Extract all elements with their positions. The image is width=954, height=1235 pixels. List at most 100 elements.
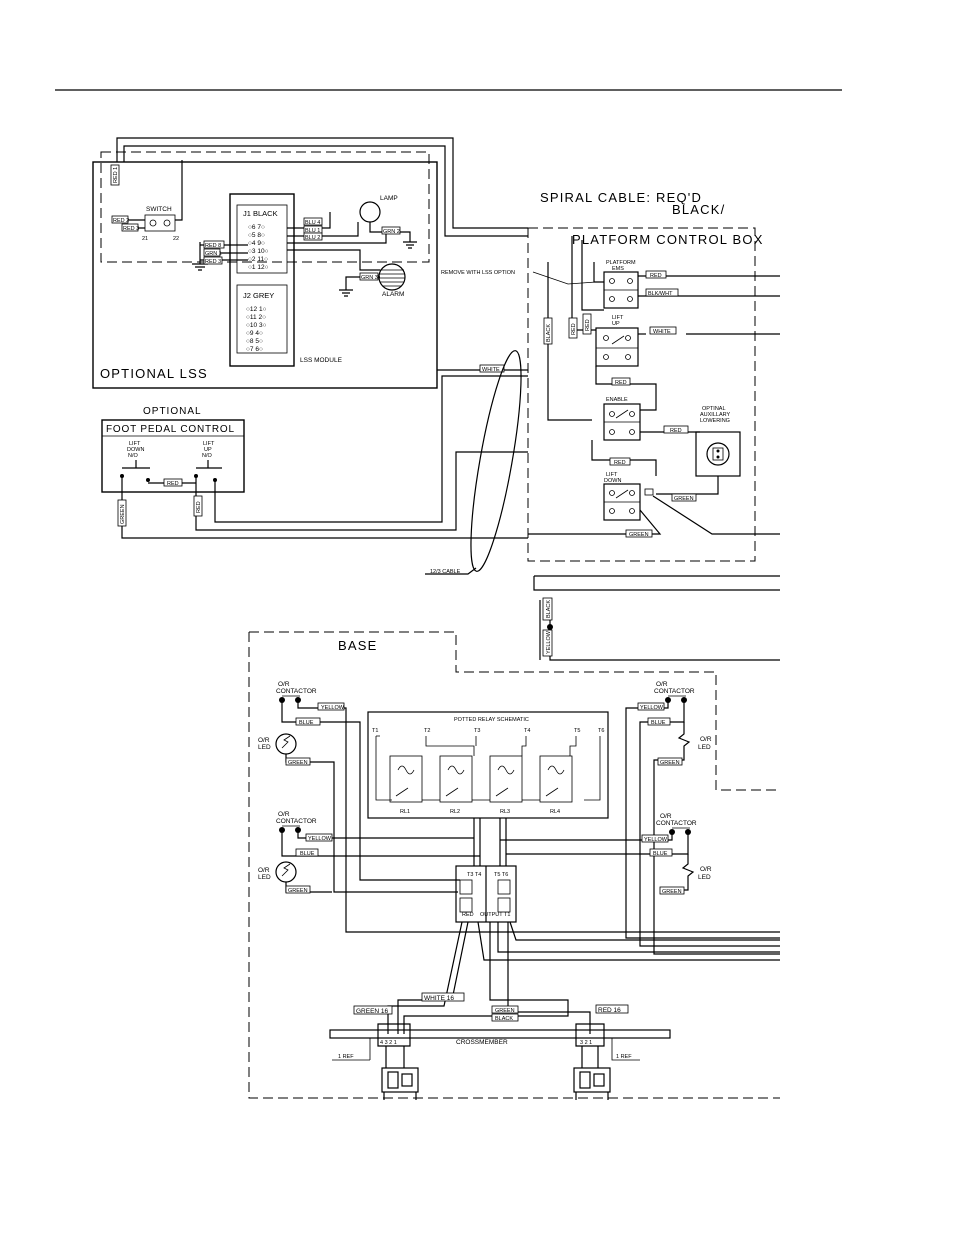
ref-left: 1 REF (338, 1054, 354, 1060)
tag-yellow: YELLOW (640, 705, 664, 711)
tag-riser-yellow: YELLOW (546, 630, 552, 654)
led-label: O/R (700, 736, 712, 743)
riser-cables: BLACK YELLOW (533, 575, 780, 661)
relay-name: RL1 (400, 809, 410, 815)
tag-pb-red-v2: RED (585, 319, 591, 331)
tag-yellow: YELLOW (308, 836, 332, 842)
tag-blue: BLUE (653, 851, 668, 857)
plug-connector-icon (381, 1067, 419, 1100)
led-label: O/R (258, 737, 270, 744)
tag-blue: BLUE (299, 720, 314, 726)
relay-terminal: T2 (424, 728, 430, 734)
relay-name: RL2 (450, 809, 460, 815)
tag-blu-4: BLU 4 (305, 220, 320, 226)
base-label: BASE (338, 638, 377, 653)
tag-green-16: GREEN 16 (356, 1008, 389, 1015)
platform-control-box: SPIRAL CABLE: REQ'D BLACK/ PLATFORM CONT… (441, 190, 780, 562)
aux-lowering-2: AUXILLARY (700, 412, 730, 418)
led-label: LED (258, 874, 271, 881)
lss-module-label: LSS MODULE (300, 357, 343, 364)
lift-up-label-1: LIFT (612, 315, 624, 321)
tag-pb-white: WHITE (653, 329, 671, 335)
lamp-icon (359, 201, 381, 223)
lamp-label: LAMP (380, 195, 398, 202)
tag-pb-red-a: RED (615, 380, 627, 386)
connector-label-bottom: RED (462, 912, 474, 918)
tag-pb-black: BLACK (546, 324, 552, 342)
tag-pb-red-b: RED (670, 428, 682, 434)
tag-red-1: RED 1 (113, 167, 119, 183)
tag-yellow: YELLOW (644, 837, 668, 843)
tag-pb-red-c: RED (614, 460, 626, 466)
relay-name: RL4 (550, 809, 560, 815)
tag-grn-2: GRN 2 (383, 229, 400, 235)
connector-label-bottom: T1 (504, 912, 510, 918)
j1-pin-row: ○4 9○ (248, 240, 265, 247)
foot-pedal-label: FOOT PEDAL CONTROL (106, 424, 235, 435)
led-label: O/R (258, 867, 270, 874)
aux-lowering-1: OPTINAL (702, 406, 726, 412)
lift-down-label-2: DOWN (604, 478, 621, 484)
relay-terminal: T4 (524, 728, 530, 734)
tag-pb-green-b: GREEN (629, 532, 649, 538)
contactor-label: CONTACTOR (276, 818, 317, 825)
tag-pb-blkwht: BLK/WHT (648, 291, 673, 297)
alarm-label: ALARM (382, 291, 404, 298)
contactor-label: CONTACTOR (276, 688, 317, 695)
optional-label: OPTIONAL (143, 406, 202, 417)
pedal-lift-down-2: DOWN (127, 447, 144, 453)
tag-blue: BLUE (300, 851, 315, 857)
tag-white-16: WHITE 16 (424, 995, 454, 1002)
j1-pin-row: ○2 11○ (248, 256, 268, 263)
tag-green: GREEN (288, 760, 308, 766)
tag-green: GREEN (660, 760, 680, 766)
pedal-lift-down-1: LIFT (129, 441, 141, 447)
foot-pedal-section: OPTIONAL FOOT PEDAL CONTROL LIFT DOWN N/… (101, 375, 528, 539)
tag-pedal-green: GREEN (120, 504, 126, 524)
platform-ems-label-2: EMS (612, 266, 624, 272)
tag-red-3b: RED 3 (205, 259, 221, 265)
led-label: LED (698, 874, 711, 881)
j1-pins: ○6 7○ ○5 8○ ○4 9○ ○3 10○ ○2 11○ ○1 12○ (248, 224, 269, 271)
pedal-lift-down-3: N/O (128, 453, 139, 459)
j2-label: J2 GREY (243, 291, 274, 300)
switch-term-22: 22 (173, 236, 179, 242)
tag-cm-green: GREEN (495, 1008, 515, 1014)
j1-pin-row: ○5 8○ (248, 232, 265, 239)
spiral-cable-label: SPIRAL CABLE: REQ'D (540, 190, 702, 205)
j1-label: J1 BLACK (243, 209, 278, 218)
switch-term-21: 21 (142, 236, 148, 242)
j2-pin-row: ○12 1○ (246, 306, 267, 313)
contactor-label: CONTACTOR (654, 688, 695, 695)
pedal-lift-up-2: UP (204, 447, 212, 453)
aux-button-icon (706, 442, 730, 466)
optional-lss-section: RED 1 OPTIONAL LSS SWITCH 21 22 RED 2 RE… (92, 137, 528, 389)
connector-label-bottom: OUTPUT (480, 912, 503, 918)
crossmember-pins-right: 3 2 1 (580, 1040, 592, 1046)
plug-connector-icon (573, 1067, 611, 1100)
base-section: BASE O/R CONTACTOR YELLOW BLUE O/R LED G… (248, 631, 780, 1100)
relay-terminal: T3 (474, 728, 480, 734)
tag-red-8: RED 8 (205, 243, 221, 249)
j2-pins: ○12 1○ ○11 2○ ○10 3○ ○9 4○ ○8 5○ ○7 6○ (246, 306, 267, 353)
tag-green: GREEN (662, 889, 682, 895)
tag-blu-1: BLU 1 (305, 228, 320, 234)
lift-down-label-1: LIFT (606, 472, 618, 478)
j1-pin-row: ○1 12○ (248, 264, 269, 271)
pedal-lift-up-1: LIFT (203, 441, 215, 447)
relay-name: RL3 (500, 809, 510, 815)
j2-pin-row: ○10 3○ (246, 322, 267, 329)
relay-terminal: T6 (598, 728, 604, 734)
contactor-label: O/R (278, 681, 290, 688)
remove-lss-label: REMOVE WITH LSS OPTION (441, 270, 515, 276)
j2-pin-row: ○8 5○ (246, 338, 263, 345)
relay-terminal: T1 (372, 728, 378, 734)
tag-white-lss: WHITE (482, 367, 500, 373)
j2-pin-row: ○7 6○ (246, 346, 263, 353)
platform-ems-label-1: PLATFORM (606, 260, 636, 266)
platform-box-label: PLATFORM CONTROL BOX (572, 232, 764, 247)
relay-connector: T3 T4 T5 T6 RED OUTPUT T1 (387, 818, 780, 1034)
tag-pedal-red: RED (167, 481, 179, 487)
tag-pb-red: RED (650, 273, 662, 279)
